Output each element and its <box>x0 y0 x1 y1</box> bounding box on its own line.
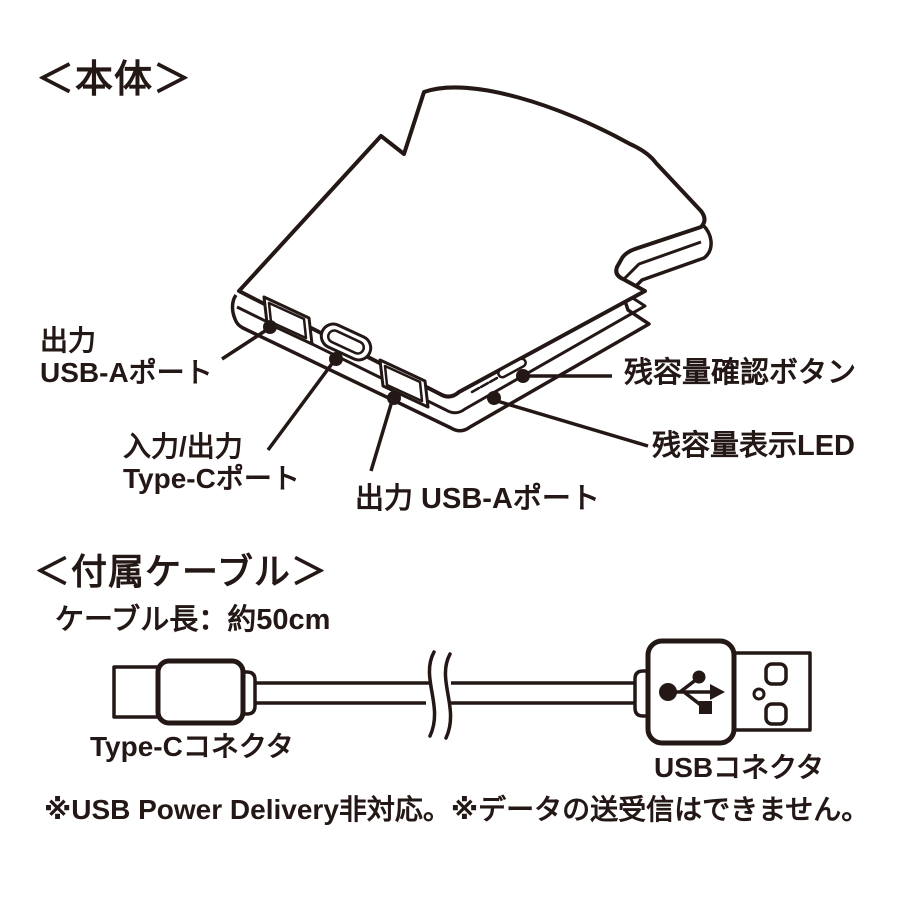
usb-a-port-2-drawing <box>378 358 430 409</box>
cable-illustration <box>112 638 812 746</box>
label-type-c-port-line2: Type-Cポート <box>123 463 300 495</box>
label-output-usb-a-top-line1: 出力 <box>40 325 97 356</box>
label-battery-check-button: 残容量確認ボタン <box>624 357 857 389</box>
cable-wire <box>255 681 635 705</box>
label-battery-level-led: 残容量表示LED <box>652 430 856 462</box>
usb-trident-icon <box>659 670 725 714</box>
battery-check-button-drawing <box>497 357 527 379</box>
leader-battery-led <box>487 391 649 448</box>
type-c-port-drawing <box>319 322 373 362</box>
label-type-c-connector: Type-Cコネクタ <box>90 731 294 762</box>
device-bottom-edge <box>230 223 713 433</box>
disclaimer-note: ※USB Power Delivery非対応。※データの送受信はできません。 <box>44 794 870 825</box>
label-type-c-port: 入力/出力 Type-Cポート <box>123 431 300 496</box>
device-top-face <box>237 85 707 399</box>
leader-output-usb-a-top <box>221 320 277 361</box>
leader-type-c <box>266 352 343 452</box>
cable-length-text: ケーブル長：約50cm <box>55 604 331 636</box>
type-c-connector-drawing <box>112 658 257 726</box>
cable-break-marks <box>427 650 453 740</box>
label-output-usb-a-top-line2: USB-Aポート <box>40 357 213 389</box>
label-output-usb-a-top: 出力 USB-Aポート <box>40 325 213 390</box>
cable-section-heading: ＜付属ケーブル＞ <box>34 551 328 592</box>
label-type-c-port-line1: 入力/出力 <box>123 431 243 462</box>
usb-a-port-1-drawing <box>262 295 314 346</box>
usb-connector-drawing <box>633 638 812 746</box>
device-illustration <box>230 85 713 433</box>
leader-battery-check-button <box>516 369 612 383</box>
battery-led-drawing <box>470 376 499 394</box>
label-usb-connector: USBコネクタ <box>654 752 824 783</box>
body-section-heading: ＜本体＞ <box>36 59 193 101</box>
leader-output-usb-a-bottom <box>369 391 401 472</box>
label-output-usb-a-bottom: 出力 USB-Aポート <box>355 483 600 515</box>
leader-lines <box>221 320 649 472</box>
